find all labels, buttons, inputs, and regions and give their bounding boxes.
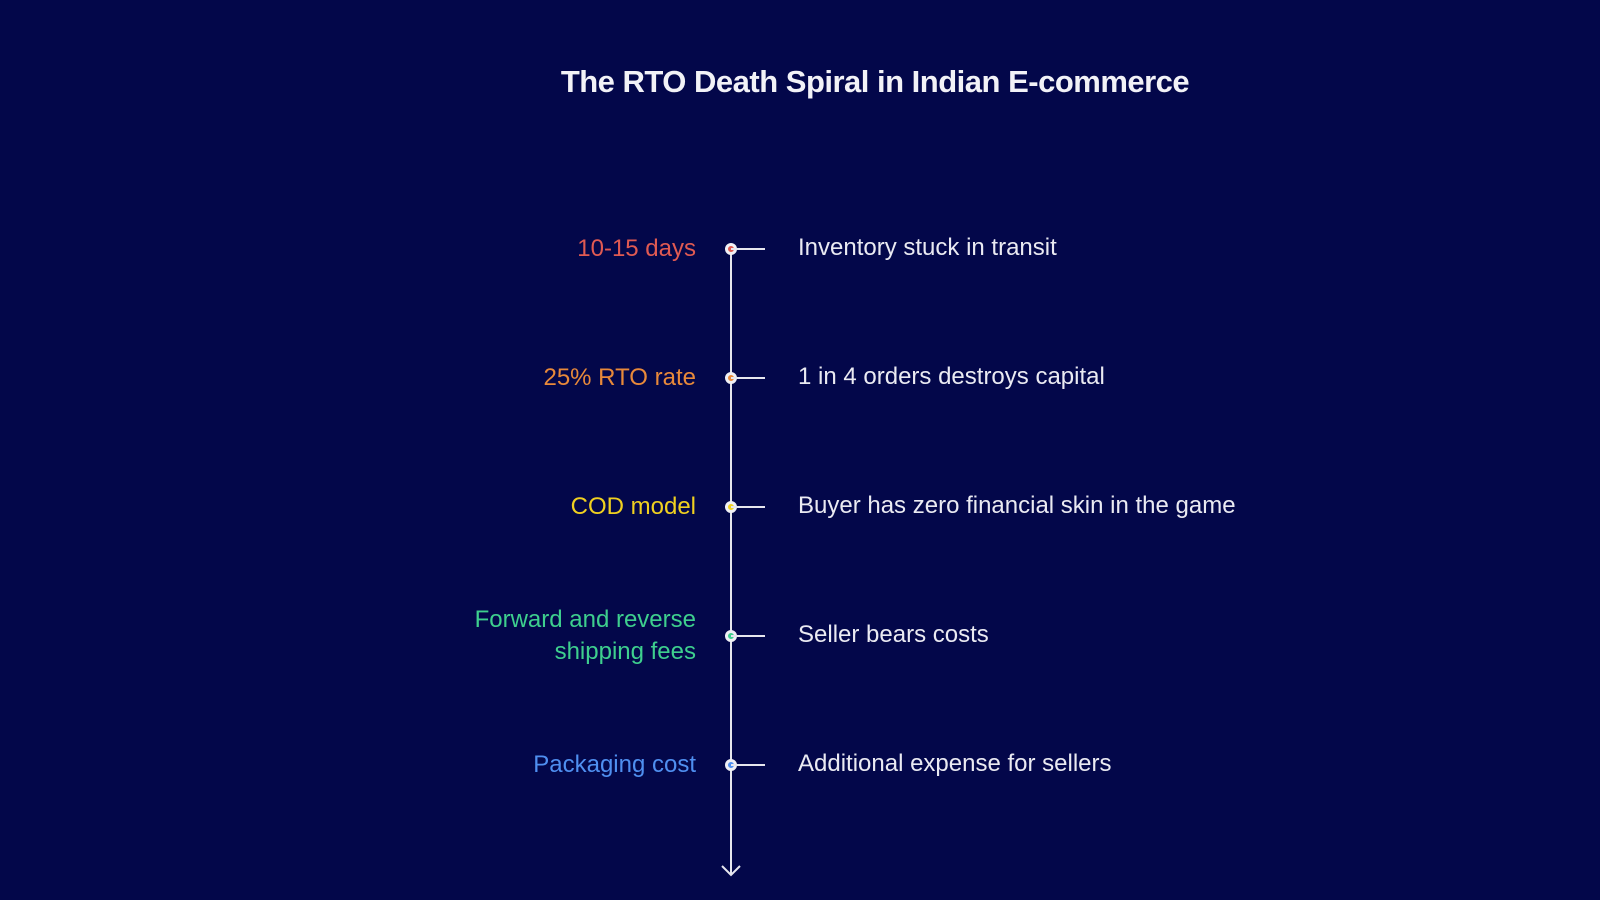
connector [731,635,765,637]
connector [731,506,765,508]
item-label: COD model [570,493,696,520]
connector [731,248,765,250]
item-description: Additional expense for sellers [798,750,1112,777]
item-description: 1 in 4 orders destroys capital [798,363,1105,390]
diagram-title: The RTO Death Spiral in Indian E-commerc… [560,64,1190,99]
item-label: Packaging cost [533,751,696,778]
item-label: Forward and reverse shipping fees [475,604,696,668]
item-description: Buyer has zero financial skin in the gam… [798,492,1236,519]
item-description: Seller bears costs [798,621,989,648]
item-label: 25% RTO rate [543,364,696,391]
item-label-line: Forward and reverse [474,606,696,633]
item-description: Inventory stuck in transit [798,234,1057,261]
connector [731,377,765,379]
connector [731,764,765,766]
arrow-down-icon [721,865,741,877]
item-label: 10-15 days [577,235,696,262]
item-label-line: shipping fees [554,638,696,665]
timeline-axis [730,244,732,874]
